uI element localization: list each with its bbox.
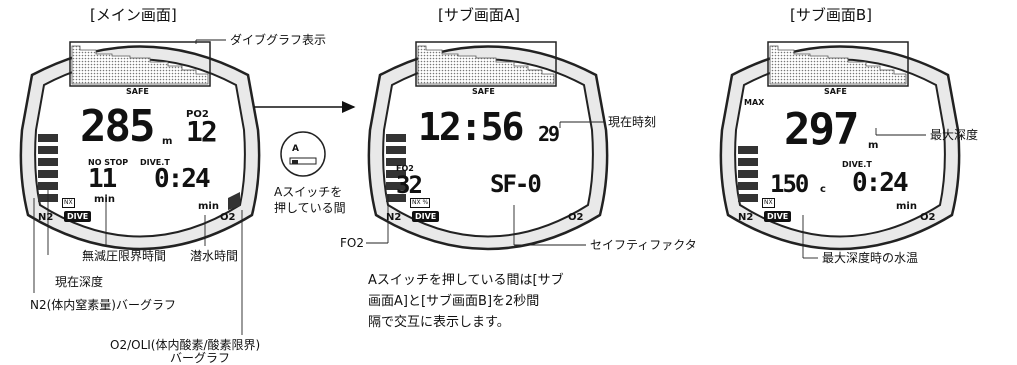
main-po2-label: PO2	[186, 109, 209, 120]
main-o2-bar-graph	[228, 192, 240, 210]
a-button-icon	[280, 131, 326, 177]
main-watch-housing	[19, 45, 261, 251]
note-line-3: 隔で交互に表示します。	[368, 315, 510, 330]
main-no-stop-value: 11	[88, 164, 117, 194]
sub-a-dive-badge: DIVE	[412, 211, 440, 222]
sub-a-sf-value: SF-0	[490, 170, 542, 198]
sub-b-dive-graph	[767, 41, 909, 87]
a-button-caption-line2: 押している間	[274, 201, 346, 215]
callout-safety-factor: セイフティファクタ	[590, 238, 697, 252]
sub-b-safe-label: SAFE	[824, 87, 847, 96]
main-dive-time-value: 0:24	[154, 164, 211, 194]
sub-a-nx-percent: NX %	[410, 198, 431, 208]
main-n2-label: N2	[38, 212, 54, 223]
callout-current-time: 現在時刻	[608, 115, 657, 129]
main-dive-badge: DIVE	[64, 211, 92, 222]
main-dive-t-label: DIVE.T	[140, 158, 170, 167]
main-safe-label: SAFE	[126, 87, 149, 96]
leader-lines	[33, 39, 926, 335]
callout-o2-bargraph-line1: O2/OLI(体内酸素/酸素限界)	[110, 338, 261, 352]
sub-b-dive-time-unit: min	[896, 201, 917, 212]
callout-fo2: FO2	[340, 236, 364, 250]
callout-current-depth: 現在深度	[55, 275, 104, 289]
sub-b-max-depth-unit: m	[868, 140, 879, 151]
sub-b-dive-time-value: 0:24	[852, 168, 909, 198]
a-button-letter: A	[292, 144, 299, 154]
sub-b-temp-value: 150	[770, 170, 809, 198]
callout-dive-graph: ダイブグラフ表示	[230, 33, 327, 47]
sub-b-watch-housing	[719, 45, 961, 251]
callout-o2-bargraph-line2: バーグラフ	[170, 351, 231, 365]
sub-b-nx-badge: NX	[762, 198, 775, 208]
sub-a-fo2-value: 32	[396, 171, 423, 199]
sub-a-seconds-value: 29	[538, 122, 560, 146]
callout-n2-bargraph: N2(体内窒素量)バーグラフ	[30, 298, 176, 312]
sub-b-max-label: MAX	[744, 98, 765, 107]
sub-b-o2-label: O2	[920, 212, 936, 223]
callout-max-depth-temp: 最大深度時の水温	[822, 251, 919, 265]
callout-no-deco-time: 無減圧限界時間	[82, 249, 167, 263]
callout-dive-time: 潜水時間	[190, 249, 239, 263]
main-dive-graph	[69, 41, 211, 87]
callout-max-depth: 最大深度	[930, 128, 979, 142]
main-o2-label: O2	[220, 212, 236, 223]
main-po2-value: 12	[186, 115, 218, 148]
explanation-note: Aスイッチを押している間は[サブ 画面A]と[サブ画面B]を2秒間 隔で交互に表…	[368, 270, 618, 333]
main-dive-time-unit: min	[198, 201, 219, 212]
main-depth-value: 285	[80, 101, 155, 152]
sub-screen-b-title: [サブ画面B]	[790, 6, 872, 24]
sub-a-time-value: 12:56	[418, 105, 524, 149]
sub-a-fo2-label: FO2	[396, 164, 414, 173]
main-depth-unit: m	[162, 136, 173, 147]
main-no-stop-unit: min	[94, 194, 115, 205]
note-line-1: Aスイッチを押している間は[サブ	[368, 273, 564, 288]
main-no-stop-label: NO STOP	[88, 158, 129, 167]
sub-a-o2-label: O2	[568, 212, 584, 223]
note-line-2: 画面A]と[サブ画面B]を2秒間	[368, 294, 540, 309]
main-nx-badge: NX	[62, 198, 75, 208]
sub-b-dive-t-label: DIVE.T	[842, 160, 872, 169]
main-screen-title: [メイン画面]	[90, 6, 177, 24]
sub-b-n2-bar-graph	[738, 146, 758, 202]
sub-a-n2-bar-graph	[386, 134, 406, 202]
sub-a-dive-graph	[415, 41, 557, 87]
sub-b-temp-unit: c	[820, 184, 826, 195]
sub-screen-a-title: [サブ画面A]	[438, 6, 520, 24]
sub-b-max-depth-value: 297	[784, 104, 859, 155]
sub-a-safe-label: SAFE	[472, 87, 495, 96]
sub-b-dive-badge: DIVE	[764, 211, 792, 222]
a-button-caption-line1: Aスイッチを	[274, 185, 343, 199]
sub-b-n2-label: N2	[738, 212, 754, 223]
sub-a-n2-label: N2	[386, 212, 402, 223]
